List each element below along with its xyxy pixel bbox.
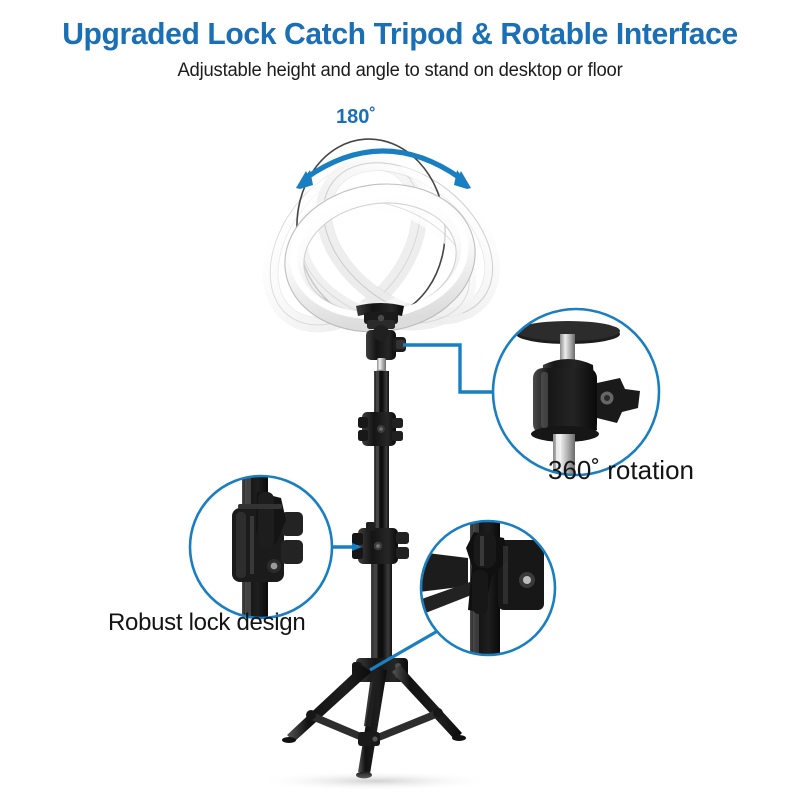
ball-head-mount [366,325,406,375]
callout-circle-rotation [491,307,661,477]
ring-light-yoke [356,303,404,329]
telescoping-center-pole [371,371,392,661]
callout-arrowhead-lock [352,543,362,551]
callout-connector-leg-lock [369,623,449,672]
callout-circle-lock [188,474,334,620]
tripod-hub [352,658,408,682]
tilt-angle-label: 180˚ [336,106,377,128]
ground-shadow [255,771,495,791]
pole-lock-clamp-lower [352,522,409,564]
pole-lock-clamp-detail [190,476,332,618]
leg-hinge-lock-detail [421,521,555,655]
header: Upgraded Lock Catch Tripod & Rotable Int… [0,0,800,82]
callout-connector-rotation [403,343,494,394]
callout-label-lock: Robust lock design [108,609,306,636]
pole-lock-clamp-upper [358,412,403,446]
ring-light-ghost-positions [262,138,501,333]
page-title: Upgraded Lock Catch Tripod & Rotable Int… [62,16,738,51]
double-headed-arc-arrow [296,148,471,189]
page-subtitle: Adjustable height and angle to stand on … [177,60,623,81]
led-ring-light [284,183,476,333]
tripod-legs [282,665,466,779]
callout-label-rotation: 360˚ rotation [548,455,694,485]
callout-circle-leg-lock [419,519,557,657]
